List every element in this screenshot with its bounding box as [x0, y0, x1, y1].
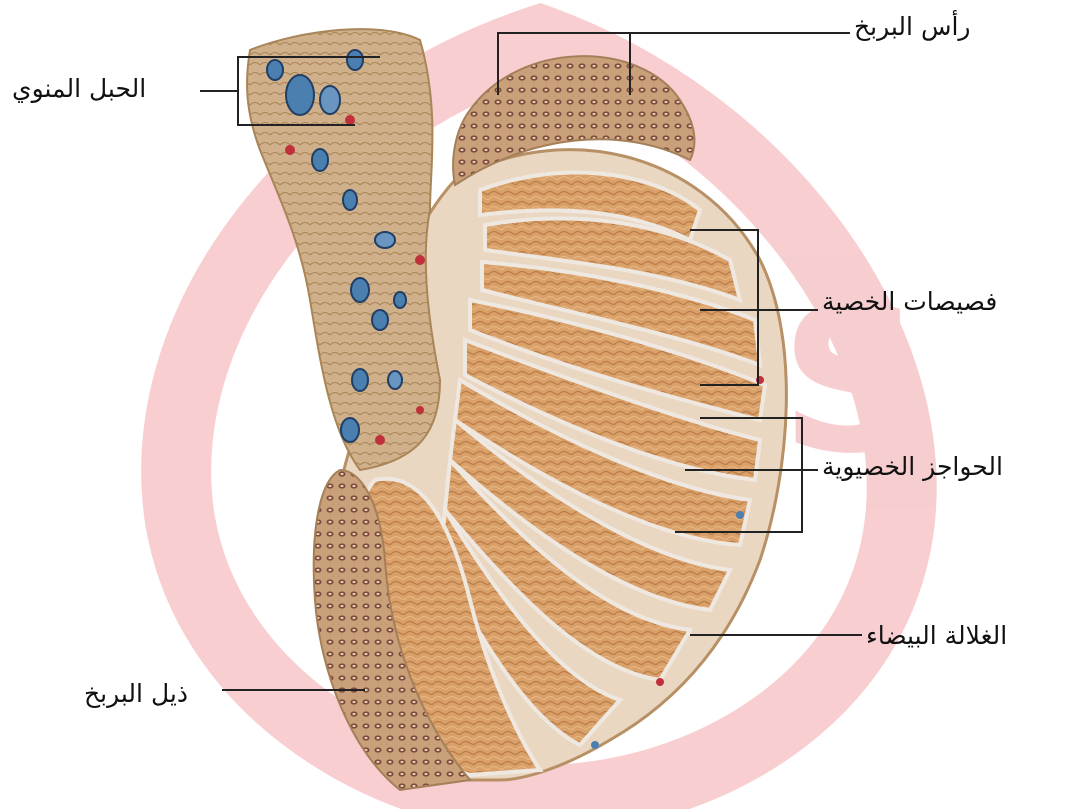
tunica-albuginea-label: الغلالة البيضاء — [866, 623, 1007, 648]
testis-lobules-label: فصيصات الخصية — [822, 289, 997, 314]
testis-septa-label: الحواجز الخصيوية — [822, 454, 1003, 479]
spermatic-cord-label: الحبل المنوي — [12, 76, 146, 101]
epididymis-tail-label: ذيل البربخ — [84, 681, 188, 706]
epididymis-head-label: رأس البربخ — [854, 14, 970, 39]
